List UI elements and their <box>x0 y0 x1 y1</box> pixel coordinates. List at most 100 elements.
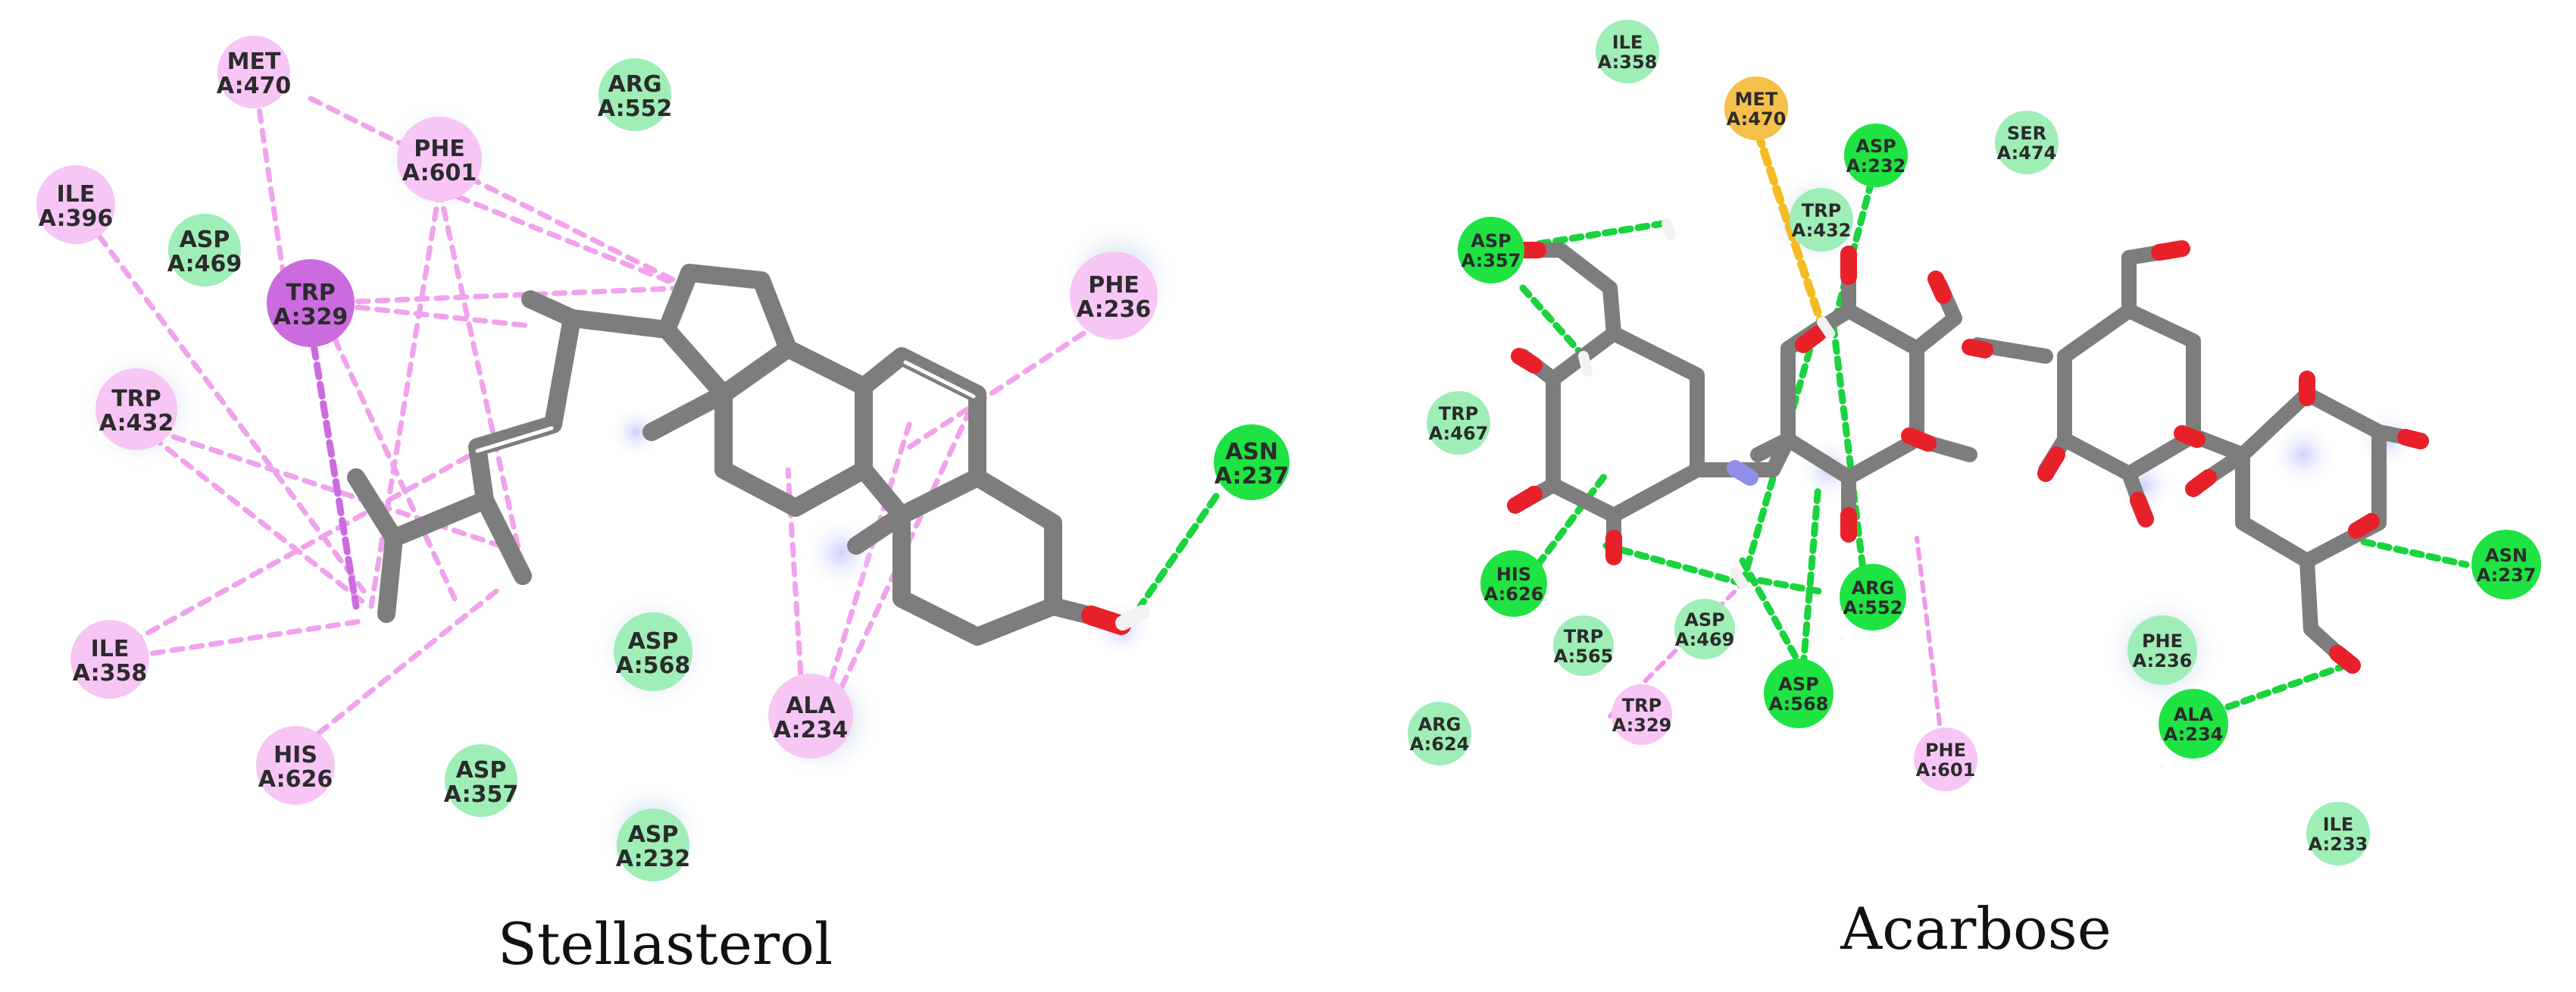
residue-disc <box>168 214 241 286</box>
residue-number: A:568 <box>1769 693 1829 715</box>
residue-disc <box>1070 252 1158 340</box>
residue-disc <box>1408 702 1471 765</box>
acarbose-molecule <box>1507 218 2429 674</box>
residue-disc <box>2127 615 2197 685</box>
residue-disc <box>2159 689 2228 759</box>
residue-number: A:626 <box>1484 584 1544 605</box>
residue-number: A:236 <box>1077 296 1151 323</box>
panel-acarbose: ILEA:358META:470ASPA:232SERA:474ASPA:357… <box>1408 20 2541 962</box>
residue-disc <box>1214 424 1290 500</box>
interaction-line <box>830 391 980 708</box>
hydrogen-atom <box>1115 605 1150 631</box>
residue-number: A:552 <box>1843 597 1903 618</box>
residue-number: A:358 <box>1598 52 1658 73</box>
residue-disc <box>217 36 290 108</box>
residue-disc <box>1480 550 1547 617</box>
residue-disc <box>1764 659 1834 728</box>
oxygen-atom <box>2329 645 2361 674</box>
oxygen-atom <box>2130 492 2154 527</box>
residue-number: A:470 <box>217 73 291 99</box>
residue-name: TRP <box>1802 200 1841 221</box>
residue-number: A:601 <box>1916 759 1976 781</box>
residue-number: A:467 <box>1429 423 1489 444</box>
residue-number: A:234 <box>774 717 848 743</box>
residue-disc <box>1427 391 1490 455</box>
residue-disc <box>1840 564 1906 631</box>
residue-name: ASP <box>1684 609 1724 631</box>
interaction-line <box>2209 659 2356 716</box>
residue-name: HIS <box>1496 564 1531 585</box>
residue-name: TRP <box>1439 403 1478 424</box>
ring-bond <box>2057 303 2201 481</box>
residue-name: PHE <box>1925 740 1966 761</box>
residue-disc <box>1612 684 1672 745</box>
residue-name: ILE <box>57 181 95 208</box>
interaction-line <box>251 69 289 299</box>
oxygen-atom <box>2348 513 2380 539</box>
residue-name: ILE <box>2323 814 2354 835</box>
residue-number: A:601 <box>402 160 477 186</box>
residue-number: A:432 <box>1792 220 1852 241</box>
interaction-line <box>111 444 488 655</box>
residue-disc <box>768 674 853 759</box>
interaction-line <box>1830 322 1868 580</box>
hydrogen-atom <box>1817 317 1835 339</box>
residue-number: A:624 <box>1410 734 1470 755</box>
double-bond <box>903 360 976 399</box>
residue-name: ALA <box>786 693 836 719</box>
residue-number: A:626 <box>258 766 333 793</box>
double-bond <box>475 426 554 453</box>
residue-number: A:329 <box>274 304 348 330</box>
interaction-line <box>73 202 367 594</box>
ring-bond <box>1546 326 1705 523</box>
residue-number: A:232 <box>1846 155 1906 177</box>
interaction-line <box>315 300 533 329</box>
interaction-line <box>285 588 499 761</box>
residue-number: A:357 <box>444 781 518 808</box>
oxygen-atom <box>1511 348 1543 374</box>
residue-disc <box>1458 217 1524 283</box>
panel-caption: Stellasterol <box>498 910 833 978</box>
interaction-line <box>1602 542 1746 587</box>
polar-glow <box>803 515 879 591</box>
residue-layer: ILEA:358META:470ASPA:232SERA:474ASPA:357… <box>1408 20 2541 865</box>
halo <box>2269 421 2337 489</box>
residue-disc <box>267 259 355 347</box>
interaction-line <box>2360 538 2470 568</box>
residue-disc <box>70 620 149 699</box>
residue-number: A:236 <box>2133 650 2193 671</box>
residue-number: A:233 <box>2309 834 2368 855</box>
interaction-line <box>111 618 363 662</box>
residue-disc <box>2306 802 2370 865</box>
residue-name: ARG <box>1852 577 1895 599</box>
residue-name: ARG <box>1418 714 1462 735</box>
residue-number: A:432 <box>99 410 174 437</box>
bond <box>1515 243 1621 341</box>
residue-name: ASP <box>1471 230 1511 252</box>
residue-name: PHE <box>414 136 465 162</box>
residue-name: HIS <box>274 742 317 768</box>
residue-disc <box>1844 124 1908 187</box>
residue-name: TRP <box>111 386 161 412</box>
